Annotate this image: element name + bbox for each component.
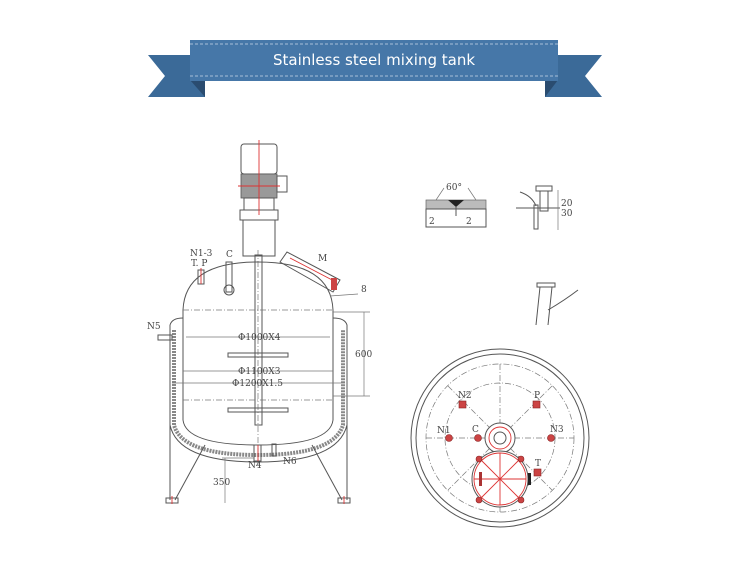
label-350: 350: [213, 478, 230, 488]
label-item-8: 8: [361, 285, 367, 295]
label-n1-3: N1-3: [190, 249, 213, 259]
label-m: M: [318, 254, 327, 264]
banner-main: [190, 40, 558, 81]
label-plan-c: C: [472, 425, 479, 435]
label-dia-inner: Φ1000X4: [238, 333, 281, 343]
nozzle-p: [532, 400, 541, 409]
weld-angle: 60°: [446, 183, 462, 193]
nozzle-c: [474, 434, 482, 442]
banner-left-fold: [190, 80, 205, 97]
label-dia-outer: Φ1200X1.5: [232, 379, 283, 389]
flange-detail: 20 30: [516, 185, 573, 230]
tank-elevation-view: N1-3 T. P C M N5 8 Φ1000X4 Φ1100X3 Φ1200…: [147, 140, 372, 504]
label-n4: N4: [248, 461, 262, 471]
nozzle-n3: [547, 434, 555, 442]
weld-gap-left: 2: [429, 217, 435, 227]
label-n6: N6: [283, 457, 297, 467]
label-n5: N5: [147, 322, 161, 332]
label-plan-n3: N3: [550, 425, 564, 435]
leg-detail: [535, 282, 579, 326]
banner-title: Stainless steel mixing tank: [273, 51, 475, 69]
nozzle-t: [533, 468, 542, 477]
weld-detail: 60° 2 2: [425, 183, 487, 228]
tank-plan-view: N2 P N1 C N3 T: [410, 348, 590, 528]
weld-gap-right: 2: [466, 217, 472, 227]
banner-right-tail: [545, 55, 602, 97]
label-plan-p: P: [534, 391, 540, 401]
manhole-icon: [279, 251, 341, 293]
label-plan-t: T: [535, 459, 541, 469]
label-tp: T. P: [191, 259, 207, 269]
nozzle-n2: [458, 400, 467, 409]
label-c: C: [226, 250, 233, 260]
label-plan-n2: N2: [458, 391, 472, 401]
flange-dim-20: 20: [561, 199, 573, 209]
label-dia-mid: Φ1100X3: [238, 367, 281, 377]
label-plan-n1: N1: [437, 426, 451, 436]
banner-right-fold: [545, 80, 558, 97]
motor-icon: [238, 140, 288, 257]
title-banner: Stainless steel mixing tank: [148, 40, 602, 97]
nozzle-n1: [445, 434, 453, 442]
manhole-plan-icon: [471, 450, 531, 508]
flange-dim-30: 30: [561, 209, 573, 219]
label-height-600: 600: [355, 350, 372, 360]
agitator-center-icon: [484, 422, 516, 454]
